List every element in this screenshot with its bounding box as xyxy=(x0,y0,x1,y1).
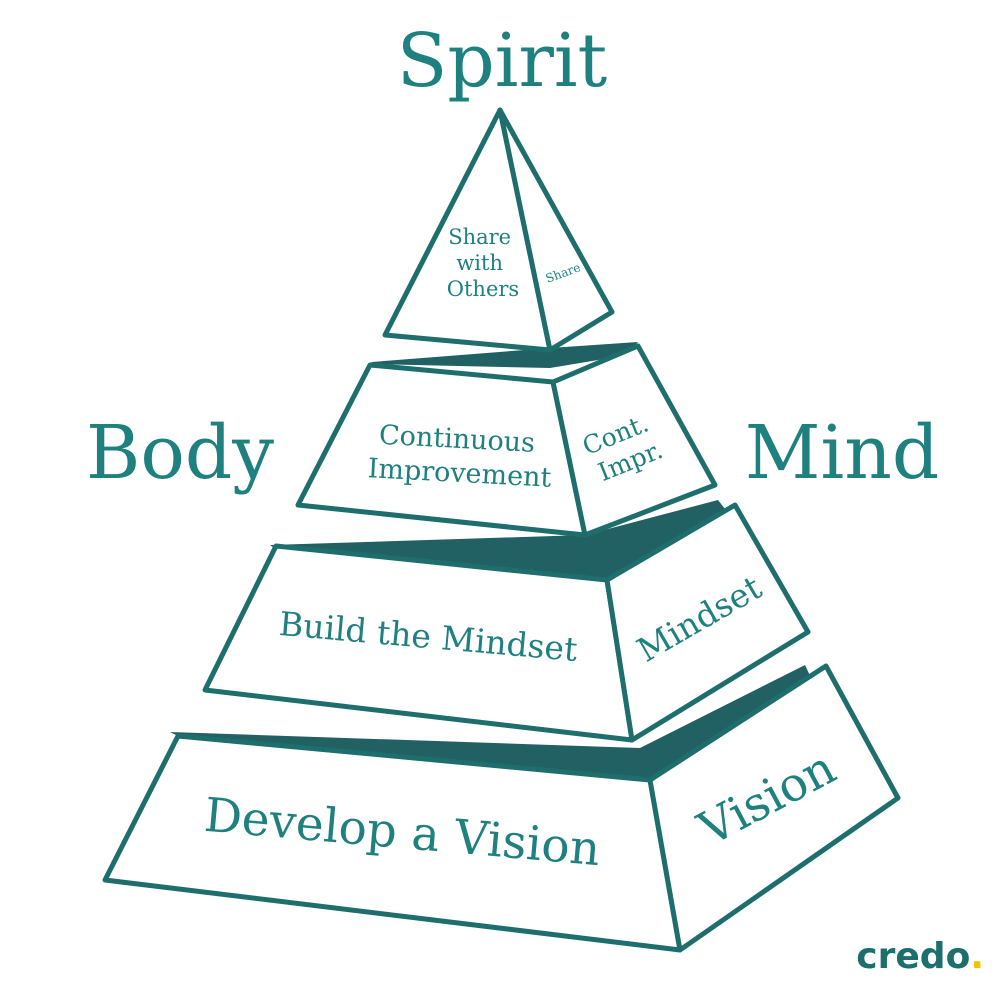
logo-word: credo xyxy=(856,936,970,977)
tier-1-front-line-2: with xyxy=(456,251,503,275)
tier-1-front-line-3: Others xyxy=(447,277,519,301)
band-3 xyxy=(170,665,812,780)
tier-2-side-face xyxy=(550,343,718,538)
band-1 xyxy=(370,342,638,368)
tier-1-front-line-1: Share xyxy=(448,225,511,249)
tier-4-side-face xyxy=(647,663,901,953)
band-2 xyxy=(270,500,732,578)
credo-logo: credo. xyxy=(856,936,984,977)
tier-1-side-face xyxy=(497,107,615,353)
tier-3-side-face xyxy=(604,502,811,743)
logo-dot: . xyxy=(970,936,984,977)
tier-1-front-text: Share with Others xyxy=(447,225,519,301)
label-spirit: Spirit xyxy=(397,18,608,104)
label-body: Body xyxy=(86,410,274,496)
label-mind: Mind xyxy=(745,410,939,496)
